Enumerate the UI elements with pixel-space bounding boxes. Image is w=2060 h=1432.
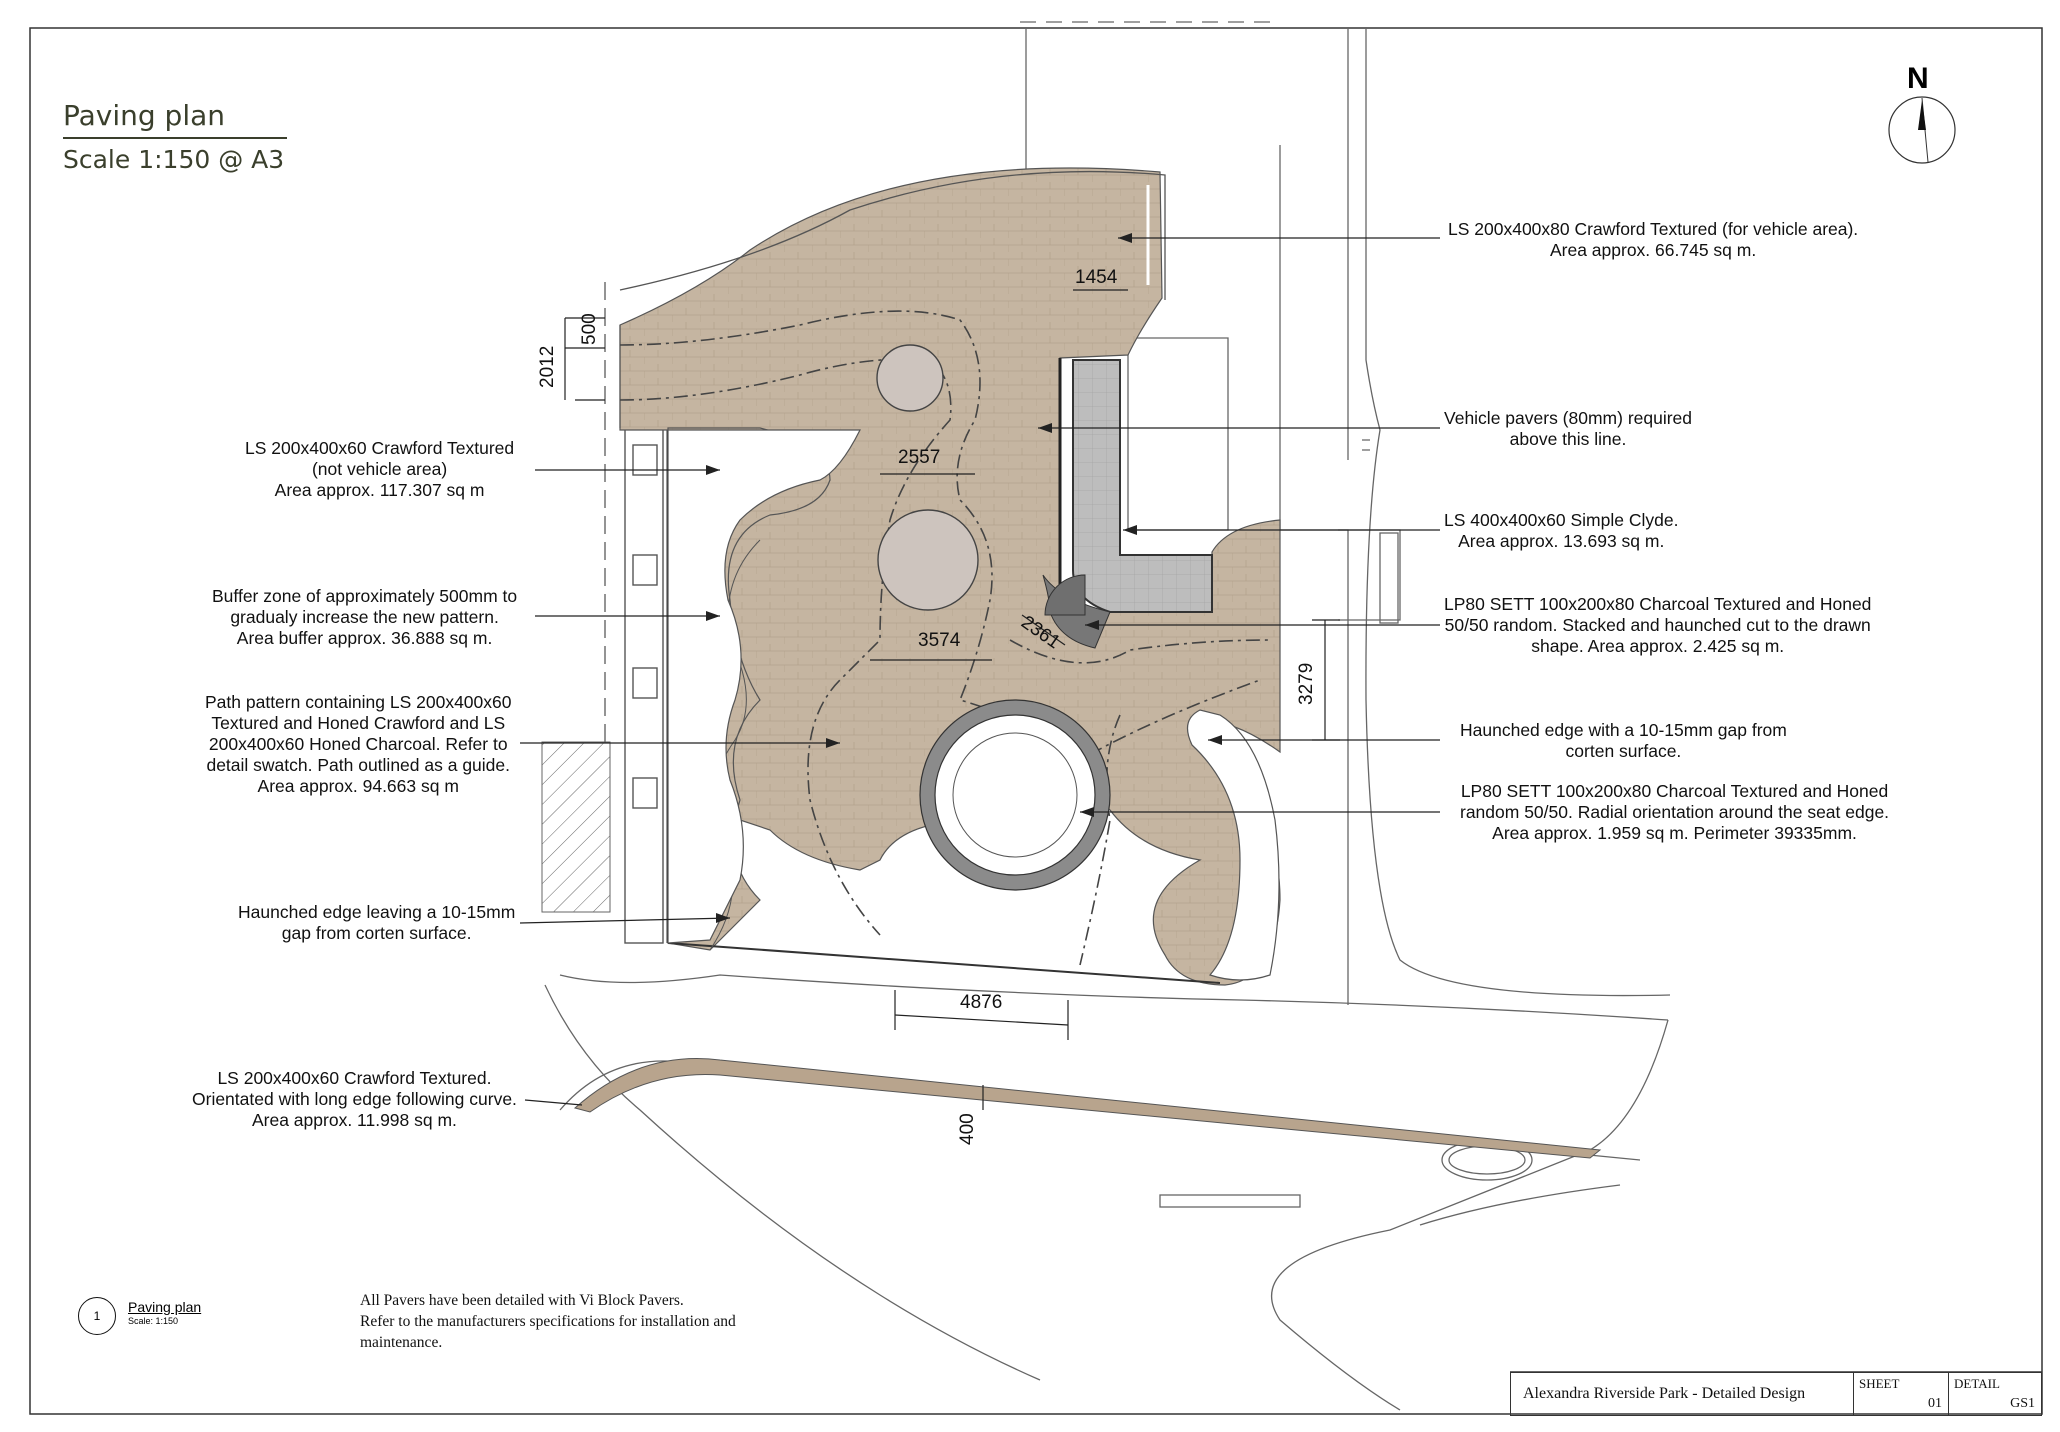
note-simple-clyde: LS 400x400x60 Simple Clyde. Area approx.… xyxy=(1444,510,1679,551)
note-sett-stacked: LP80 SETT 100x200x80 Charcoal Textured a… xyxy=(1444,594,1872,656)
island-left xyxy=(667,429,861,944)
note-haunched-right: Haunched edge with a 10-15mm gap from co… xyxy=(1460,720,1787,761)
dim-500: 500 xyxy=(579,313,600,345)
dim-2012: 2012 xyxy=(537,346,558,388)
dim-1454: 1454 xyxy=(1075,267,1118,288)
plan-title: Paving plan Scale 1:150 @ A3 xyxy=(63,98,287,176)
title-block-detail: DETAIL GS1 xyxy=(1948,1372,2042,1416)
seat-center xyxy=(952,732,1078,858)
leader-lines xyxy=(519,237,1440,1106)
reference-number: 1 xyxy=(78,1297,116,1335)
title-underline xyxy=(63,137,287,139)
title-block-sheet: SHEET 01 xyxy=(1853,1372,1949,1416)
plan-title-name: Paving plan xyxy=(63,99,226,132)
note-crawford-curve: LS 200x400x60 Crawford Textured. Orienta… xyxy=(192,1068,517,1130)
sheet-value: 01 xyxy=(1928,1396,1942,1411)
north-label: N xyxy=(1907,62,1929,95)
planter-strip xyxy=(624,427,670,944)
simple-clyde-area xyxy=(1072,359,1213,613)
detail-label: DETAIL xyxy=(1954,1376,2000,1391)
dim-400: 400 xyxy=(957,1113,978,1145)
reference-scale: Scale: 1:150 xyxy=(128,1316,179,1326)
note-crawford-not-vehicle: LS 200x400x60 Crawford Textured (not veh… xyxy=(245,438,515,500)
dim-4876: 4876 xyxy=(960,992,1002,1013)
dimension-lines xyxy=(564,289,1340,1110)
note-path-pattern: Path pattern containing LS 200x400x60 Te… xyxy=(205,692,512,796)
north-arrow-icon xyxy=(1888,96,1956,164)
project-name: Alexandra Riverside Park - Detailed Desi… xyxy=(1523,1385,1806,1402)
title-block-project: Alexandra Riverside Park - Detailed Desi… xyxy=(1510,1372,1854,1416)
dim-3279: 3279 xyxy=(1296,663,1317,705)
hatched-area xyxy=(541,741,611,913)
footer-note: All Pavers have been detailed with Vi Bl… xyxy=(360,1292,736,1351)
sheet-border xyxy=(29,27,2043,1415)
plan-title-scale: Scale 1:150 @ A3 xyxy=(63,145,285,174)
note-vehicle-pavers: Vehicle pavers (80mm) required above thi… xyxy=(1444,408,1693,449)
planter-circle-1 xyxy=(876,344,944,412)
detail-value: GS1 xyxy=(2010,1396,2035,1411)
note-sett-radial: LP80 SETT 100x200x80 Charcoal Textured a… xyxy=(1460,781,1890,843)
dim-2557: 2557 xyxy=(898,447,940,468)
curve-strip xyxy=(573,1058,1602,1159)
planter-circle-2 xyxy=(877,509,979,611)
island-right xyxy=(1186,709,1280,981)
note-crawford-vehicle: LS 200x400x80 Crawford Textured (for veh… xyxy=(1448,219,1859,260)
reference-name: Paving plan xyxy=(128,1299,202,1315)
note-haunched-left: Haunched edge leaving a 10-15mm gap from… xyxy=(238,902,516,943)
dim-3574: 3574 xyxy=(918,630,961,651)
note-buffer-zone: Buffer zone of approximately 500mm to gr… xyxy=(212,586,518,648)
sheet-label: SHEET xyxy=(1859,1376,1900,1391)
